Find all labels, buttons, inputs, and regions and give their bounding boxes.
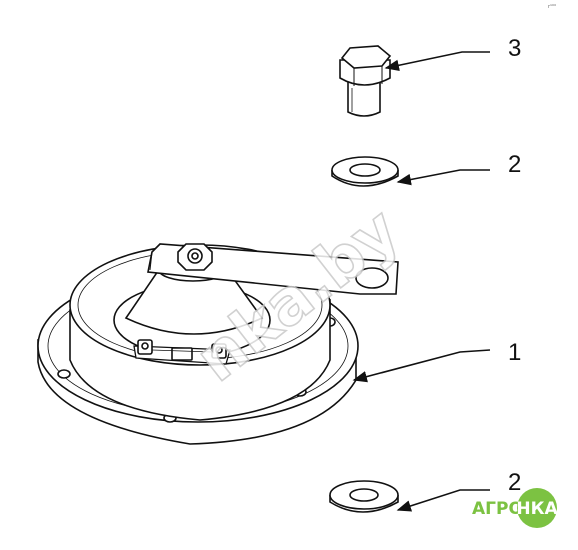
washer-top-part (331, 156, 399, 187)
leader-lines (352, 51, 491, 512)
brand-right-text: НКА (516, 499, 558, 519)
callout-1: 1 (508, 339, 521, 366)
brand-left-text: АГРО (472, 499, 523, 519)
bolt-part (339, 45, 392, 117)
brand-logo: АГРО НКА (472, 488, 558, 528)
terminal-block (133, 339, 231, 365)
callout-3: 3 (508, 35, 521, 62)
horn-part (37, 243, 399, 445)
washer-bottom-part (329, 480, 399, 513)
callout-2-top: 2 (508, 151, 521, 178)
brand-circle (517, 488, 557, 528)
callout-2-bottom: 2 (508, 469, 521, 496)
corner-mark: r¹⁰⁰ (548, 4, 556, 10)
